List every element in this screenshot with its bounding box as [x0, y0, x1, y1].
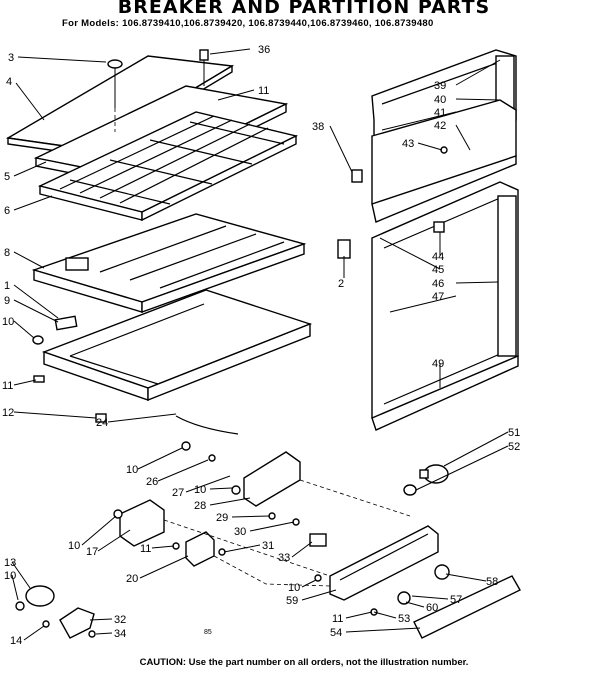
callout-label: 17 [86, 546, 98, 558]
knob-part [434, 564, 450, 580]
callout-label: 30 [234, 526, 246, 538]
grid-shelf-part [37, 111, 299, 222]
callout-label: 4 [6, 76, 12, 88]
callout-label: 49 [432, 358, 444, 370]
cover-plate-part [59, 607, 95, 639]
callout-label: 34 [114, 628, 126, 640]
cord-clamp-part [25, 585, 55, 607]
callout-label: 44 [432, 251, 444, 263]
callout-label: 28 [194, 500, 206, 512]
callout-label: 12 [2, 407, 14, 419]
screw-part [199, 49, 209, 86]
callout-label: 36 [258, 44, 270, 56]
callout-label: 10 [126, 464, 138, 476]
callout-label: 26 [146, 476, 158, 488]
callout-label: 10 [2, 316, 14, 328]
callout-label: 58 [486, 576, 498, 588]
screw-part [15, 441, 378, 638]
model-numbers: For Models: 106.8739410,106.8739420, 106… [62, 18, 434, 29]
callout-label: 60 [426, 602, 438, 614]
clip-part [33, 375, 45, 383]
callout-label: 13 [4, 557, 16, 569]
callout-label: 40 [434, 94, 446, 106]
callout-label: 14 [10, 635, 22, 647]
shelf-frame-part [31, 213, 307, 313]
callout-label: 38 [312, 121, 324, 133]
callout-label: 10 [194, 484, 206, 496]
assembly-line [213, 555, 331, 587]
bumper-part [32, 335, 44, 345]
callout-label: 5 [4, 171, 10, 183]
callout-label: 1 [4, 280, 10, 292]
callout-label: 52 [508, 441, 520, 453]
callout-label: 11 [2, 380, 13, 392]
control-housing-part [243, 451, 301, 507]
leader-lines [11, 48, 509, 641]
screw-part [107, 59, 123, 108]
callout-label: 39 [434, 80, 446, 92]
callout-label: 27 [172, 487, 184, 499]
bottom-pan-part [41, 289, 313, 402]
callout-label: 10 [68, 540, 80, 552]
callout-label: 29 [216, 512, 228, 524]
callout-label: 24 [96, 417, 108, 429]
callout-label: 32 [114, 614, 126, 626]
switch-part [185, 531, 215, 567]
hinge-clip-part [337, 146, 448, 259]
light-bulb-part [419, 464, 449, 484]
trim-strip-part [413, 575, 521, 639]
callout-label: 41 [434, 107, 446, 119]
callout-label: 57 [450, 594, 462, 606]
thermostat-part [119, 499, 165, 547]
callout-label: 10 [288, 582, 300, 594]
diagram-title: BREAKER AND PARTITION PARTS [117, 0, 491, 18]
callout-label: 11 [332, 613, 343, 625]
assembly-line [299, 479, 411, 517]
bulb-socket-part [403, 484, 417, 496]
callout-label: 42 [434, 120, 446, 132]
callout-label: 53 [398, 613, 410, 625]
mid-partition-frame-part [371, 99, 517, 223]
callout-label: 11 [258, 85, 269, 97]
callout-label: 11 [140, 543, 151, 555]
callout-label: 2 [338, 278, 344, 290]
callout-label: 33 [278, 552, 290, 564]
callout-label: 46 [432, 278, 444, 290]
connector-part [309, 533, 327, 547]
caution-note: CAUTION: Use the part number on all orde… [139, 657, 469, 668]
callout-label: 3 [8, 52, 14, 64]
light-housing-part [329, 525, 439, 601]
callout-label: 51 [508, 427, 520, 439]
callout-label: 20 [126, 573, 138, 585]
sensor-tube-part [175, 415, 239, 435]
callout-label: 8 [4, 247, 10, 259]
label-plate-part [54, 315, 78, 331]
callout-label: 6 [4, 205, 10, 217]
callout-label: 54 [330, 627, 342, 639]
callout-label: 59 [286, 595, 298, 607]
callout-label: 43 [402, 138, 414, 150]
page-mark: 85 [204, 629, 212, 636]
callout-label: 10 [4, 570, 16, 582]
callout-label: 9 [4, 295, 10, 307]
callout-label: 45 [432, 264, 444, 276]
knob-part [397, 591, 411, 605]
callout-label: 31 [262, 540, 274, 552]
callout-label: 47 [432, 291, 444, 303]
lower-partition-frame-part [371, 181, 519, 431]
